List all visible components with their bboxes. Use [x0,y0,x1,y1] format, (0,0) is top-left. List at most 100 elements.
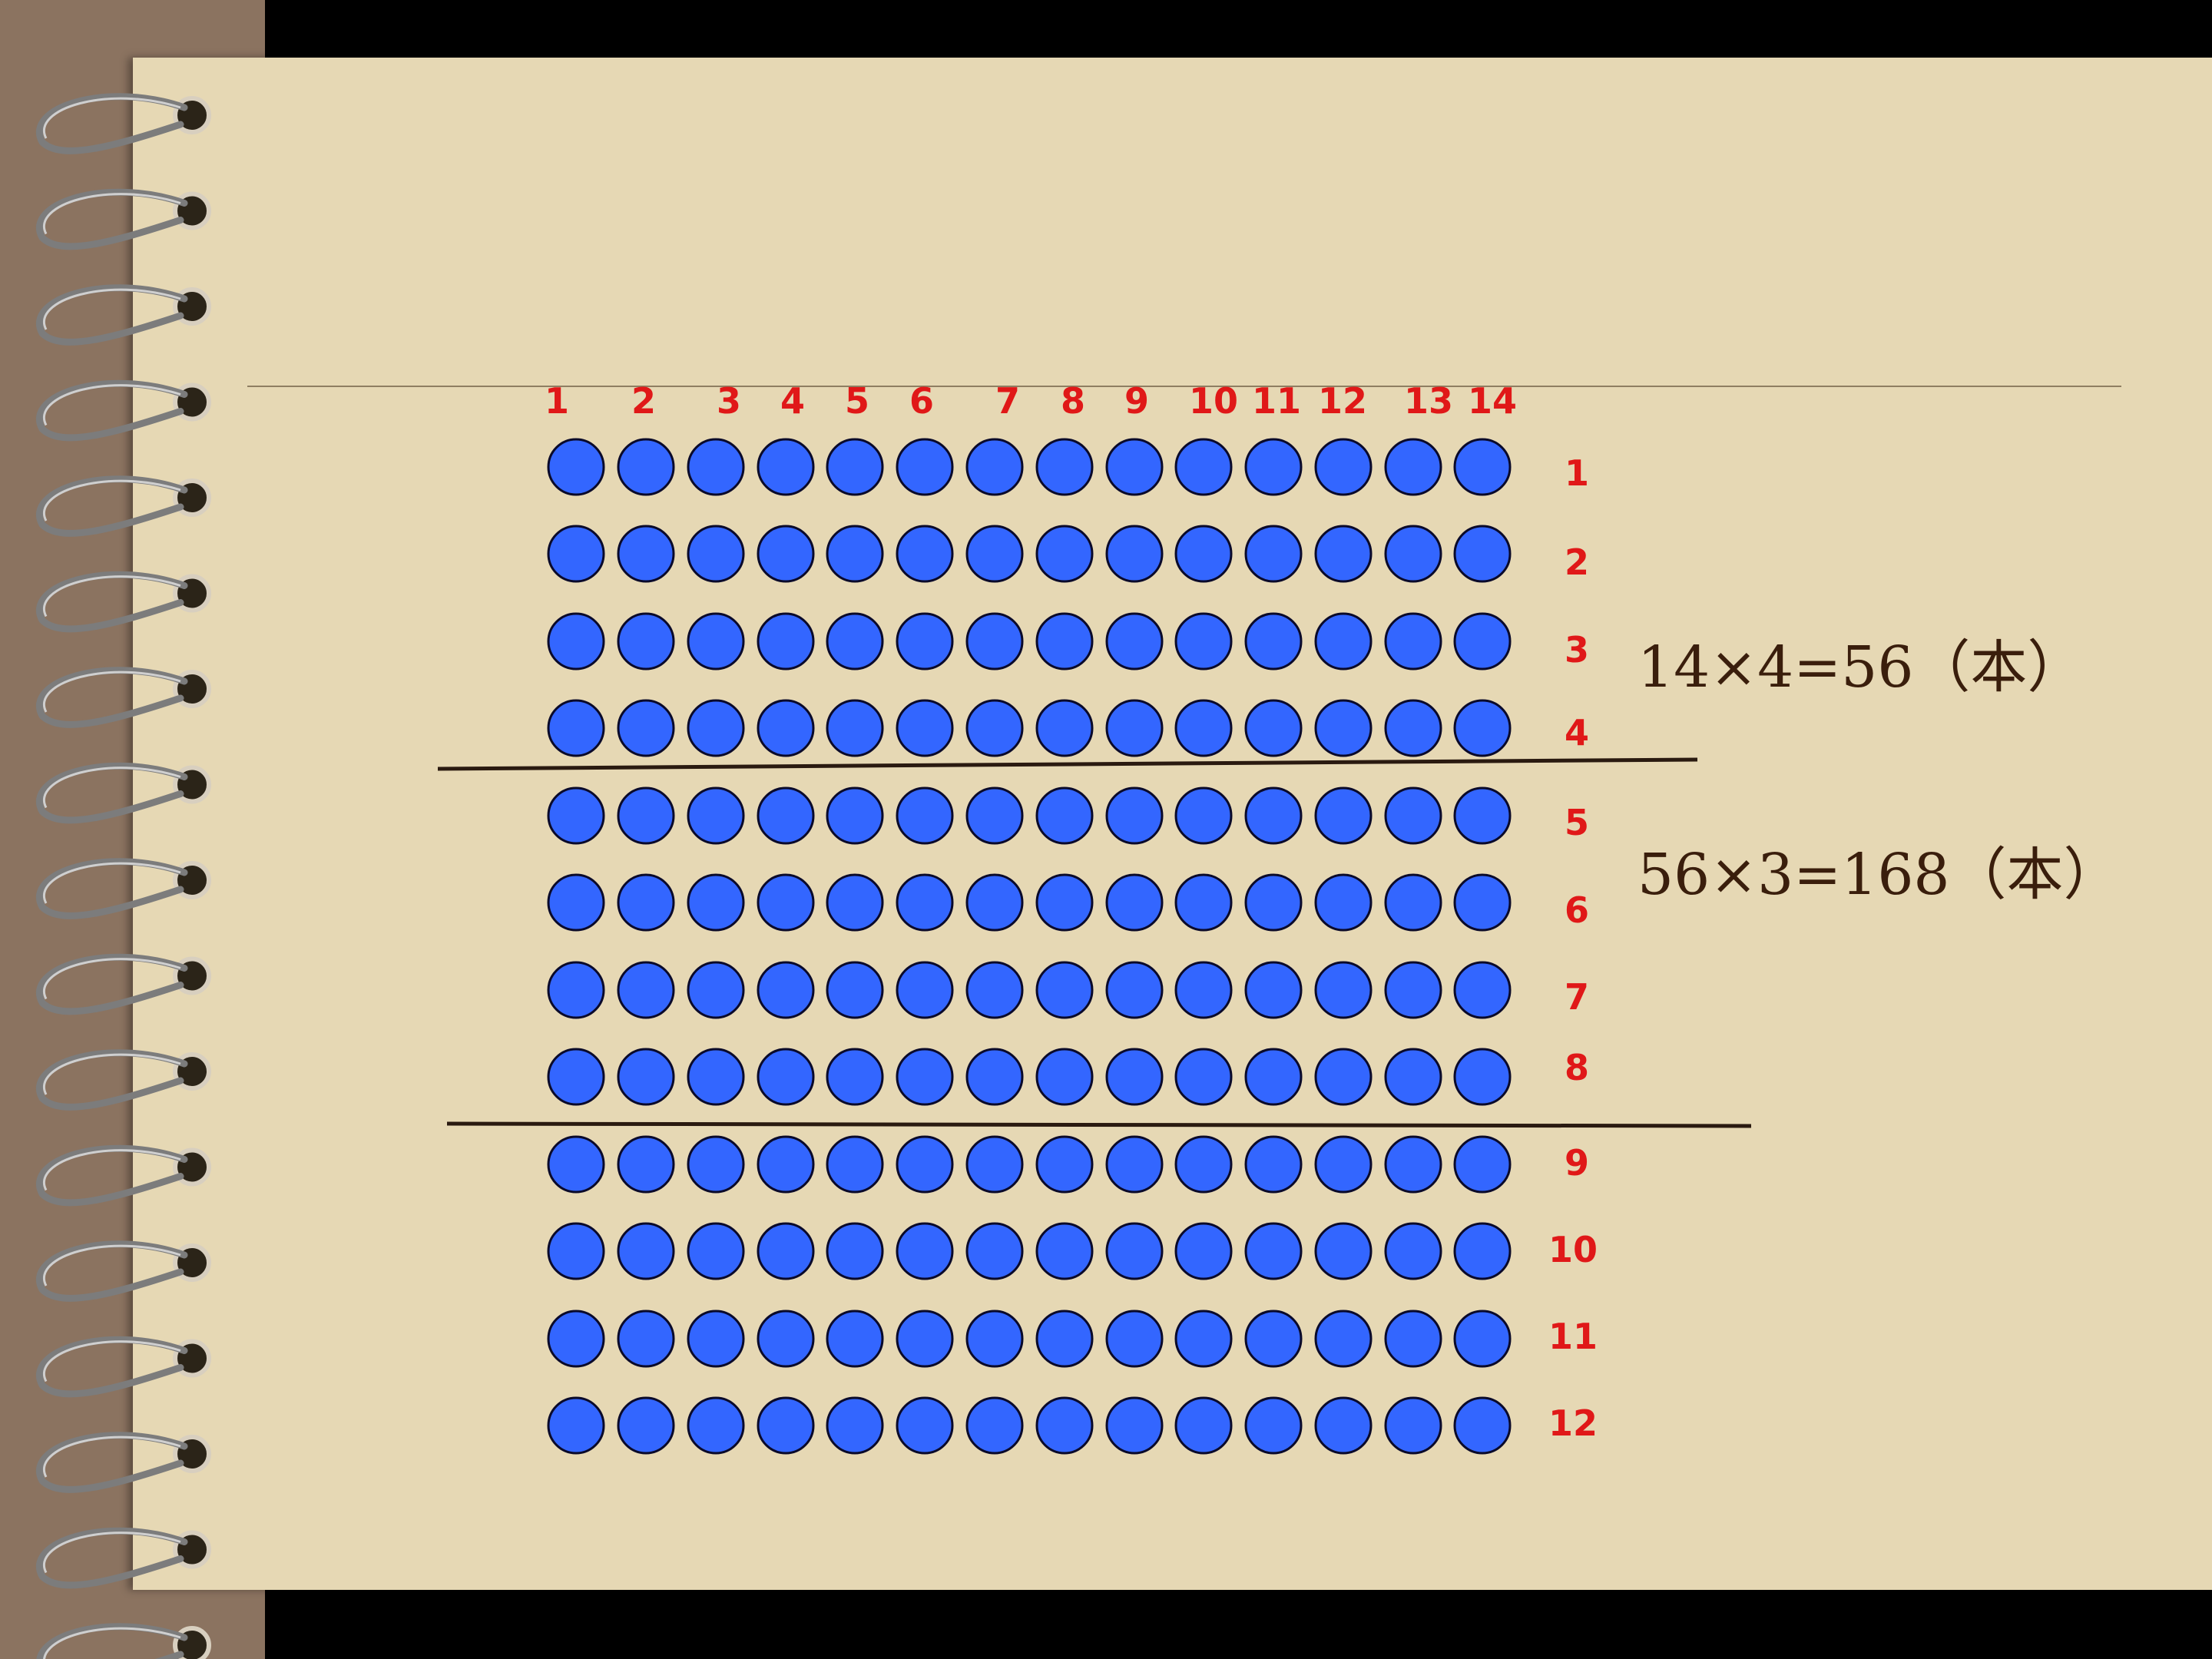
dot-r10-c12 [1314,1222,1373,1280]
dot-r8-c1 [547,1048,605,1106]
dot-r1-c1 [547,438,605,496]
dot-r12-c8 [1035,1396,1094,1455]
dot-r3-c1 [547,612,605,671]
dot-r2-c8 [1035,525,1094,583]
dot-r4-c12 [1314,699,1373,757]
dot-r8-c11 [1244,1048,1303,1106]
dot-r9-c9 [1105,1135,1164,1194]
dot-r4-c3 [687,699,745,757]
dot-r2-c5 [826,525,884,583]
dot-r10-c7 [965,1222,1024,1280]
dot-r2-c2 [617,525,675,583]
dot-r6-c11 [1244,873,1303,932]
dot-r9-c14 [1453,1135,1512,1194]
dot-r3-c9 [1105,612,1164,671]
dot-r9-c3 [687,1135,745,1194]
dot-r7-c8 [1035,961,1094,1019]
dot-r7-c13 [1384,961,1442,1019]
dot-r3-c11 [1244,612,1303,671]
dot-r1-c2 [617,438,675,496]
dot-r9-c11 [1244,1135,1303,1194]
dot-r7-c11 [1244,961,1303,1019]
dot-r9-c1 [547,1135,605,1194]
dot-r12-c6 [896,1396,954,1455]
dot-r11-c13 [1384,1310,1442,1368]
spiral-ring-icon [36,953,211,1015]
dot-r2-c11 [1244,525,1303,583]
dot-r2-c4 [757,525,815,583]
notebook-page [133,58,2212,1590]
dot-r1-c8 [1035,438,1094,496]
dot-r8-c5 [826,1048,884,1106]
dot-r11-c10 [1174,1310,1233,1368]
dot-r5-c12 [1314,786,1373,845]
spiral-ring-icon [36,1527,211,1589]
dot-r9-c10 [1174,1135,1233,1194]
dot-r2-c13 [1384,525,1442,583]
dot-r3-c10 [1174,612,1233,671]
column-label-7: 7 [995,380,1021,422]
spiral-ring-icon [36,571,211,633]
dot-r11-c2 [617,1310,675,1368]
dot-r6-c8 [1035,873,1094,932]
dot-r10-c2 [617,1222,675,1280]
dot-r1-c14 [1453,438,1512,496]
row-label-11: 11 [1548,1316,1598,1357]
dot-r2-c1 [547,525,605,583]
dot-r7-c3 [687,961,745,1019]
dot-r9-c8 [1035,1135,1094,1194]
dot-r12-c5 [826,1396,884,1455]
row-label-1: 1 [1564,452,1590,494]
row-label-9: 9 [1564,1142,1590,1184]
dot-r7-c4 [757,961,815,1019]
divider-after-row-8 [446,1121,1752,1128]
dot-r12-c10 [1174,1396,1233,1455]
dot-r12-c9 [1105,1396,1164,1455]
column-label-8: 8 [1060,380,1086,422]
spiral-ring-icon [36,1144,211,1207]
dot-r5-c7 [965,786,1024,845]
dot-r9-c5 [826,1135,884,1194]
dot-r8-c14 [1453,1048,1512,1106]
spiral-binding [36,93,211,1659]
dot-r7-c14 [1453,961,1512,1019]
dot-r12-c14 [1453,1396,1512,1455]
dot-r4-c8 [1035,699,1094,757]
dot-r3-c14 [1453,612,1512,671]
dot-r11-c14 [1453,1310,1512,1368]
spiral-ring-icon [36,858,211,919]
dot-r7-c2 [617,961,675,1019]
dot-r5-c8 [1035,786,1094,845]
dot-r2-c6 [896,525,954,583]
row-label-8: 8 [1564,1047,1590,1088]
dot-r6-c10 [1174,873,1233,932]
dot-r11-c3 [687,1310,745,1368]
dot-r3-c5 [826,612,884,671]
dot-r10-c10 [1174,1222,1233,1280]
dot-r9-c13 [1384,1135,1442,1194]
dot-r4-c7 [965,699,1024,757]
dot-r1-c11 [1244,438,1303,496]
dot-r6-c3 [687,873,745,932]
dot-r5-c3 [687,786,745,845]
dot-r1-c9 [1105,438,1164,496]
dot-r5-c2 [617,786,675,845]
dot-r11-c8 [1035,1310,1094,1368]
dot-r4-c9 [1105,699,1164,757]
dot-r7-c1 [547,961,605,1019]
dot-r4-c5 [826,699,884,757]
dot-r1-c6 [896,438,954,496]
dot-r10-c4 [757,1222,815,1280]
dot-r6-c2 [617,873,675,932]
dot-r8-c9 [1105,1048,1164,1106]
row-label-7: 7 [1564,976,1590,1018]
dot-r3-c7 [965,612,1024,671]
dot-r5-c5 [826,786,884,845]
dot-r10-c5 [826,1222,884,1280]
dot-r5-c9 [1105,786,1164,845]
dot-r8-c2 [617,1048,675,1106]
dot-r3-c2 [617,612,675,671]
dot-r5-c11 [1244,786,1303,845]
dot-r9-c4 [757,1135,815,1194]
